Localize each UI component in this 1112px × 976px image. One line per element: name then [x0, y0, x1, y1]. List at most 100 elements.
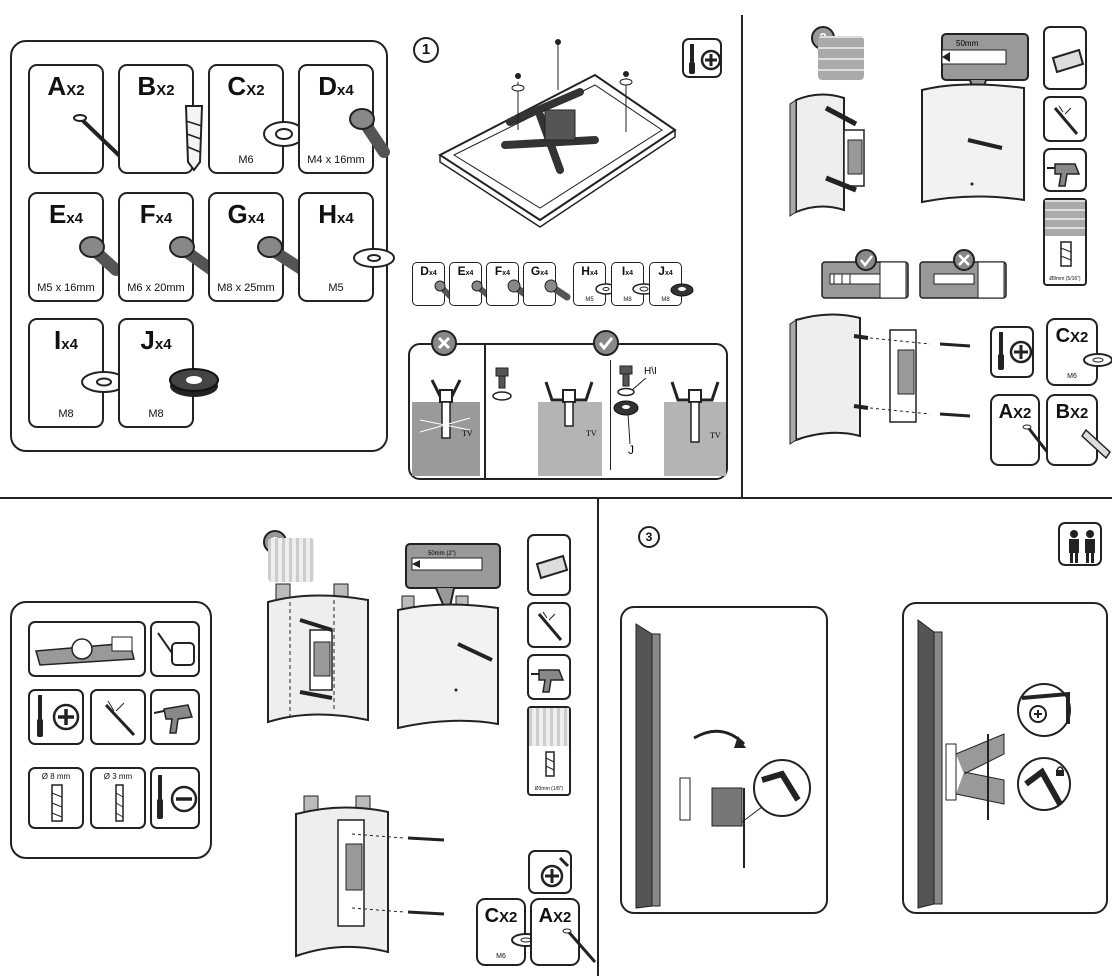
washer-icon: [353, 248, 395, 268]
part-qty: x4: [66, 210, 84, 227]
part-letter: C: [484, 905, 500, 927]
pencil-icon: [537, 611, 563, 641]
part-spec: M6: [496, 953, 506, 960]
part-tile-j: Jx4 M8: [118, 318, 219, 428]
two-person-icon-box: [1058, 522, 1102, 566]
part-letter: A: [47, 71, 67, 101]
part-qty: X2: [553, 909, 572, 926]
drill-bit-size-label: Ø 8 mm: [41, 772, 71, 781]
part-letter: E: [48, 199, 67, 229]
part-tile-e: Ex4 M5 x 16mm: [28, 192, 122, 302]
part-spec: M8: [623, 297, 632, 303]
tool-level: [1043, 26, 1087, 90]
part-tile-a-step2: AX2: [990, 394, 1057, 466]
wall-anchor-icon: [1081, 428, 1111, 460]
bolt-icon: [349, 108, 390, 158]
drill-icon: [531, 669, 565, 693]
part-spec: M8: [148, 408, 164, 420]
incorrect-tv-section: TV: [412, 379, 480, 476]
part-tile-b-step2: BX2: [1046, 394, 1111, 466]
part-tile-c: CX2 M6: [208, 64, 305, 174]
tool-pencil: [90, 689, 146, 745]
tool-power-drill: [150, 689, 200, 745]
part-letter: F: [494, 264, 503, 278]
tv-label: TV: [462, 429, 473, 438]
tool-pencil: [527, 602, 571, 648]
brick-pattern: [1045, 200, 1085, 236]
tape-measure-icon: [157, 632, 195, 666]
thick-washer-icon: [169, 368, 219, 397]
part-tile-a-wood: AX2: [530, 898, 597, 966]
part-qty: x4: [247, 210, 265, 227]
bolt-icon: [544, 279, 570, 301]
part-spec: M5: [585, 297, 594, 303]
part-spec: M6: [238, 154, 254, 166]
parts-list-panel: AX2 BX2 CX2 M6 Dx4 M4 x 16mm Ex4 M5 x 16…: [10, 40, 395, 452]
small-part-e: Ex4: [449, 262, 493, 306]
part-tile-a: AX2: [28, 64, 128, 174]
stud-bracket-mount-diagram: [295, 795, 445, 958]
j-label: J: [628, 443, 634, 457]
part-letter: H: [581, 264, 590, 278]
part-qty: x4: [502, 270, 511, 277]
part-spec: M4 x 16mm: [307, 154, 365, 166]
part-qty: x4: [465, 270, 474, 277]
stud-drill-template-diagram: [267, 583, 369, 724]
drill-bit-size: Ø3mm (1/8"): [534, 786, 564, 792]
correct-tv-section-spacer: H\I J TV: [613, 365, 726, 476]
anchor-incorrect-diagram: [919, 249, 1007, 299]
tools-panel: Ø 8 mm Ø 3 mm: [10, 601, 212, 859]
part-spec: M5: [328, 282, 344, 294]
bolt-icon: [169, 236, 218, 276]
part-letter: E: [457, 264, 466, 278]
step3-hang-tv-panel: [620, 606, 828, 914]
flat-screwdriver-icon: [157, 775, 198, 819]
part-letter: D: [318, 71, 338, 101]
part-qty: x4: [337, 82, 354, 99]
part-letter: G: [227, 199, 248, 229]
part-qty: X2: [1070, 405, 1089, 422]
part-letter: J: [658, 264, 665, 278]
part-tile-d: Dx4 M4 x 16mm: [298, 64, 390, 174]
phillips-screwdriver-icon: [540, 856, 570, 888]
tool-phillips-screwdriver: [682, 38, 722, 78]
bolt-icon: [434, 280, 454, 300]
part-tile-i: Ix4 M8: [28, 318, 127, 428]
tv-label: TV: [710, 431, 721, 440]
part-letter: A: [998, 401, 1014, 423]
wood-stud-icon: [268, 538, 314, 582]
drill-bit-icon: [115, 784, 124, 822]
part-qty: X2: [499, 909, 518, 926]
part-qty: x4: [540, 270, 549, 277]
part-letter: H: [318, 199, 338, 229]
part-qty: x4: [61, 336, 78, 353]
tool-drill-bit-concrete: Ø8mm (5/16"): [1043, 198, 1087, 286]
part-qty: x4: [625, 270, 634, 277]
part-letter: C: [227, 71, 247, 101]
part-spec: M6: [1067, 373, 1077, 380]
part-spec: M8: [661, 297, 670, 303]
anchor-correct-diagram: [821, 249, 909, 299]
part-tile-f: Fx4 M6 x 20mm: [118, 192, 218, 302]
part-letter: F: [139, 199, 156, 229]
part-letter: B: [1055, 401, 1071, 423]
part-qty: X2: [66, 82, 85, 99]
drill-bit-icon: [545, 751, 555, 777]
lag-screw-icon: [562, 928, 597, 963]
drill-depth-callout: 50mm: [921, 33, 1029, 204]
correct-tv-section-short: TV: [492, 367, 602, 476]
depth-label: 50mm (2"): [428, 551, 456, 557]
tool-drill-bit-3mm: Ø 3 mm: [90, 767, 146, 829]
part-letter: A: [538, 905, 554, 927]
part-letter: G: [530, 264, 541, 278]
tool-phillips-screwdriver: [28, 689, 84, 745]
part-qty: x4: [155, 210, 173, 227]
part-letter: C: [1055, 325, 1071, 347]
tool-drill-bit-8mm: Ø 8 mm: [28, 767, 84, 829]
small-part-f: Fx4: [486, 262, 531, 306]
tool-phillips-screwdriver: [528, 850, 572, 894]
part-qty: x4: [664, 270, 673, 277]
